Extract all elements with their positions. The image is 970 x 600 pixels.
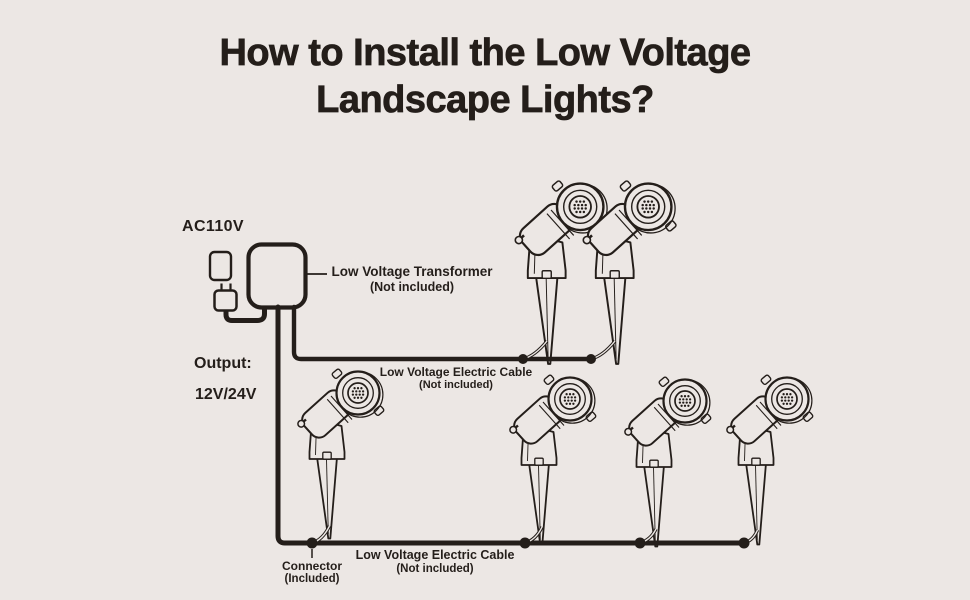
output-cable-top [291,304,594,362]
connector-dot [586,354,596,364]
spotlight-fixture-top-1 [513,178,611,366]
transformer-note: (Not included) [369,279,454,294]
wall-outlet-icon [208,250,233,282]
transformer-box [246,242,308,310]
cable-top-note: (Not included) [419,379,493,392]
connector-label: Connector (Included) [258,559,366,587]
connector-dot [738,537,750,549]
output-voltage-label: 12V/24V [195,386,257,403]
connector-dot [306,537,318,549]
power-cord [223,300,267,323]
connector-name: Connector [282,559,342,573]
power-plug-icon [213,283,238,312]
connector-dot [518,354,528,364]
cable-bottom-label: Low Voltage Electric Cable (Not included… [333,548,537,576]
output-label: Output: [194,355,252,372]
spotlight-fixture-bottom-1 [296,367,386,540]
connector-dots [306,354,750,549]
connector-dot [519,537,531,549]
page-title: How to Install the Low Voltage Landscape… [0,30,970,124]
cable-top-label: Low Voltage Electric Cable (Not included… [355,365,557,392]
cable-top-name: Low Voltage Electric Cable [379,365,533,379]
spotlight-fixture-bottom-3 [623,375,713,548]
transformer-label: Low Voltage Transformer (Not included) [329,264,495,295]
output-cable-bottom [275,304,748,546]
transformer-name: Low Voltage Transformer [331,264,493,279]
spotlight-fixture-bottom-2 [508,373,598,546]
cable-bottom-name: Low Voltage Electric Cable [355,548,515,562]
input-voltage-label: AC110V [182,218,244,235]
spotlight-fixture-bottom-4 [725,373,815,546]
connector-dot [634,537,646,549]
cable-bottom-note: (Not included) [396,562,474,575]
connector-note: (Included) [284,573,340,586]
page-title-line2: Landscape Lights? [316,79,655,122]
page-title-line1: How to Install the Low Voltage [219,32,751,75]
